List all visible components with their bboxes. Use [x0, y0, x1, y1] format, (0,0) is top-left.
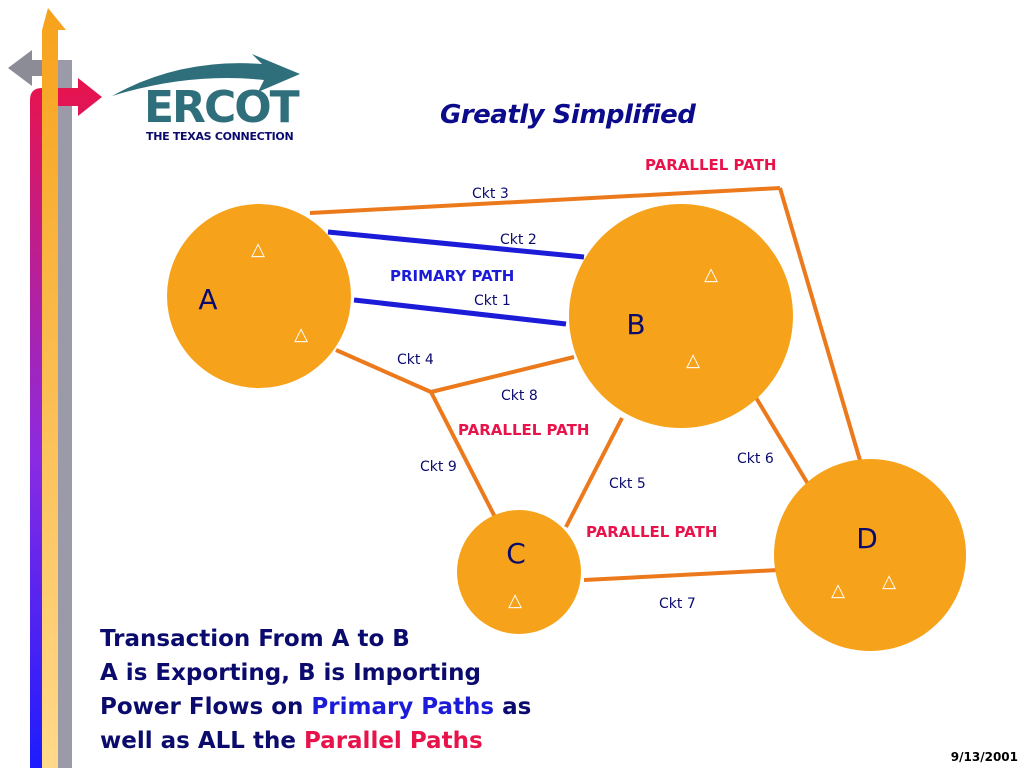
node-a: [167, 204, 351, 388]
summary-line-3: Power Flows on Primary Paths as: [100, 690, 531, 724]
node-c: [457, 510, 581, 634]
generator-icon: △: [686, 350, 700, 371]
ckt4-label: Ckt 4: [397, 352, 434, 368]
node-b-label: B: [626, 308, 645, 341]
summary-line-3-c: as: [494, 694, 532, 720]
node-a-label: A: [198, 283, 217, 316]
node-d: [774, 459, 966, 651]
ckt8-line: [430, 355, 575, 394]
ckt5-line: [564, 417, 624, 528]
node-d-label: D: [856, 522, 878, 555]
summary-parallel-paths: Parallel Paths: [303, 728, 483, 754]
summary-line-1: Transaction From A to B: [100, 626, 410, 652]
slide-date: 9/13/2001: [950, 750, 1018, 764]
generator-icon: △: [508, 590, 522, 611]
ckt7-line: [583, 568, 779, 582]
ckt3-line: [309, 186, 781, 215]
summary-primary-paths: Primary Paths: [311, 694, 495, 720]
nodes: [167, 204, 966, 651]
ckt2-label: Ckt 2: [500, 232, 537, 248]
logo-tagline: THE TEXAS CONNECTION: [146, 130, 294, 143]
ckt3-label: Ckt 3: [472, 186, 509, 202]
slide-title: Greatly Simplified: [440, 100, 696, 130]
parallel-path-label-bottom: PARALLEL PATH: [586, 523, 717, 541]
summary-line-4-a: well as ALL the: [100, 728, 304, 754]
ckt1-label: Ckt 1: [474, 293, 511, 309]
node-b: [569, 204, 793, 428]
generators: △ △ △ △ △ △ △: [251, 239, 896, 611]
primary-path-label: PRIMARY PATH: [390, 267, 514, 285]
summary-text: Transaction From A to B A is Exporting, …: [100, 622, 531, 758]
generator-icon: △: [882, 571, 896, 592]
ckt6-label: Ckt 6: [737, 451, 774, 467]
logo-swoosh-icon: [112, 54, 300, 96]
summary-line-2: A is Exporting, B is Importing: [100, 660, 481, 686]
summary-line-4: well as ALL the Parallel Paths: [100, 724, 531, 758]
ckt2-line: [327, 229, 585, 260]
generator-icon: △: [831, 580, 845, 601]
logo-name: ERCOT: [144, 82, 300, 133]
summary-line-3-a: Power Flows on: [100, 694, 312, 720]
ckt6-line: [753, 394, 810, 486]
ckt9-line: [429, 391, 498, 520]
ckt9-label: Ckt 9: [420, 459, 457, 475]
circuit-lines: [309, 186, 866, 582]
ckt8-label: Ckt 8: [501, 388, 538, 404]
ckt4-line: [335, 348, 432, 394]
generator-icon: △: [294, 324, 308, 345]
ckt1-line: [353, 297, 567, 327]
parallel-path-label-top: PARALLEL PATH: [645, 156, 776, 174]
ckt7-label: Ckt 7: [659, 596, 696, 612]
generator-icon: △: [251, 239, 265, 260]
ckt5-label: Ckt 5: [609, 476, 646, 492]
decorative-arrows: [8, 8, 102, 768]
parallel-path-label-middle: PARALLEL PATH: [458, 421, 589, 439]
generator-icon: △: [704, 264, 718, 285]
node-c-label: C: [506, 537, 526, 570]
ckt3-line-b: [778, 187, 866, 475]
